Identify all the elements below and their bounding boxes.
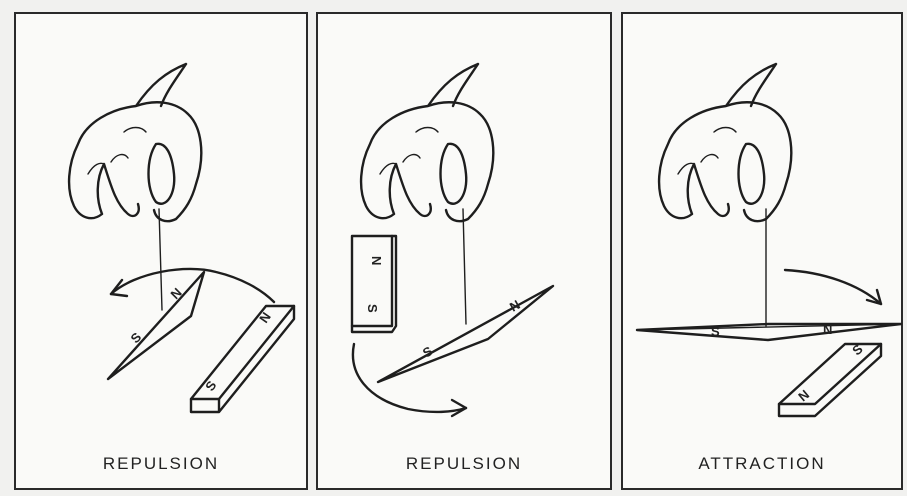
thread-line — [463, 209, 466, 324]
magnet-n-label: N — [795, 387, 812, 405]
panel-2-drawing: N S N S — [318, 14, 614, 492]
magnet-icon: S N — [779, 341, 881, 416]
magnet-s-label: S — [202, 378, 219, 394]
caption-repulsion-1: REPULSION — [16, 454, 306, 474]
caption-repulsion-2: REPULSION — [318, 454, 610, 474]
needle-icon: N S — [637, 322, 901, 340]
needle-icon: N S — [108, 272, 204, 379]
panel-repulsion-1: N S N S REPULSION — [14, 12, 308, 490]
hand-icon — [659, 64, 791, 221]
needle-n-label: N — [823, 322, 832, 337]
panel-repulsion-2: N S N S REPULSION — [316, 12, 612, 490]
magnet-icon: N S — [352, 236, 396, 332]
arrow-icon — [785, 270, 881, 304]
hand-icon — [361, 64, 493, 221]
hand-icon — [69, 64, 201, 221]
magnet-n-label: N — [256, 309, 274, 325]
caption-attraction: ATTRACTION — [623, 454, 901, 474]
needle-s-label: S — [128, 329, 145, 346]
needle-s-label: S — [711, 324, 720, 339]
magnet-n-label: N — [369, 256, 384, 265]
needle-n-label: N — [168, 285, 185, 302]
panel-3-drawing: N S S N — [623, 14, 905, 492]
panel-attraction: N S S N ATTRACTION — [621, 12, 903, 490]
panel-1-drawing: N S N S — [16, 14, 310, 492]
thread-line — [159, 209, 162, 310]
magnet-s-label: S — [365, 304, 380, 313]
magnet-icon: N S — [191, 306, 294, 412]
